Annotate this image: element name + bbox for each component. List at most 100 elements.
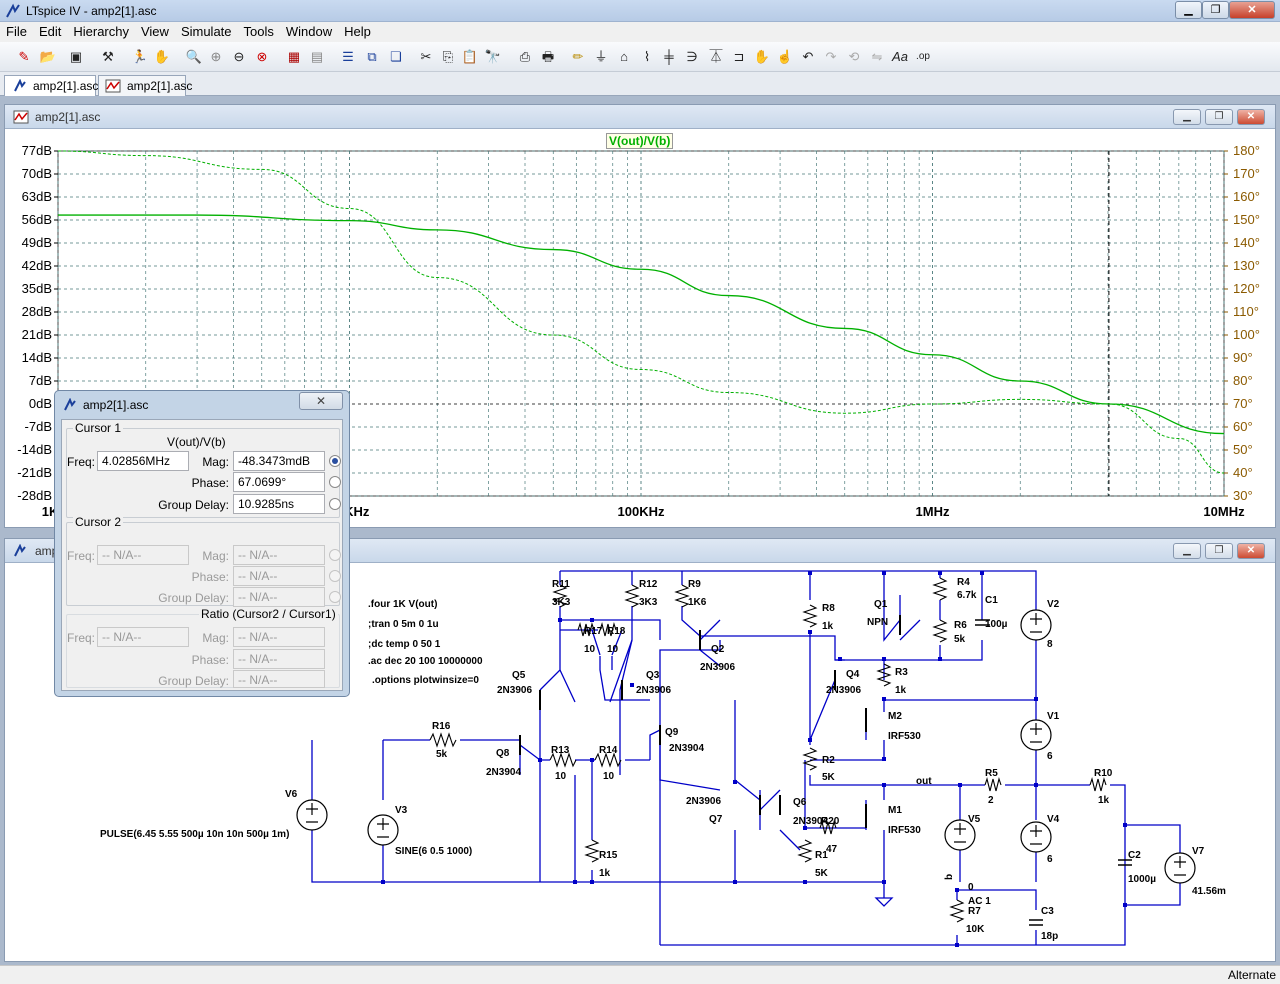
- zoom-fit-icon[interactable]: ⊗: [256, 49, 268, 64]
- tile-vertical-icon[interactable]: ⧉: [367, 49, 377, 64]
- mirror-icon[interactable]: ⇋: [871, 49, 883, 64]
- label-m1[interactable]: M1: [888, 805, 902, 816]
- label-c1[interactable]: C1: [985, 595, 998, 606]
- label-v1[interactable]: V1: [1047, 711, 1060, 722]
- label-r9-value[interactable]: 1K6: [688, 597, 707, 608]
- directive-dc[interactable]: ;dc temp 0 50 1: [368, 639, 441, 650]
- label-net-b[interactable]: b: [944, 874, 955, 880]
- label-r10-value[interactable]: 1k: [1098, 795, 1110, 806]
- label-r2-value[interactable]: 5K: [822, 772, 836, 783]
- halt-icon[interactable]: ✋: [153, 49, 171, 64]
- drag-icon[interactable]: ☝: [776, 49, 794, 64]
- schematic-minimize-button[interactable]: ▁: [1173, 543, 1201, 559]
- find-icon[interactable]: 🔭: [484, 49, 502, 64]
- label-r8-value[interactable]: 1k: [822, 621, 834, 632]
- diode-icon[interactable]: ⏄: [709, 49, 723, 64]
- label-q7-model[interactable]: 2N3906: [686, 796, 721, 807]
- cursor1-mag-radio[interactable]: [329, 455, 341, 467]
- label-r16[interactable]: R16: [432, 721, 451, 732]
- directive-tran[interactable]: ;tran 0 5m 0 1u: [368, 619, 439, 630]
- label-v6[interactable]: V6: [285, 789, 298, 800]
- autorange-icon[interactable]: ▦: [287, 49, 301, 64]
- label-r10[interactable]: R10: [1094, 768, 1113, 779]
- redo-icon[interactable]: ↷: [825, 49, 837, 64]
- label-v7-value[interactable]: 41.56m: [1192, 886, 1226, 897]
- label-q3-model[interactable]: 2N3906: [636, 685, 671, 696]
- label-r13-value[interactable]: 10: [555, 771, 567, 782]
- label-r3-value[interactable]: 1k: [895, 685, 907, 696]
- directive-ac[interactable]: .ac dec 20 100 10000000: [368, 656, 483, 667]
- waveform-restore-button[interactable]: ❐: [1205, 109, 1233, 125]
- label-r17[interactable]: R17: [584, 626, 603, 637]
- label-v1-value[interactable]: 6: [1047, 751, 1053, 762]
- menu-tools[interactable]: Tools: [243, 24, 274, 39]
- label-r12[interactable]: R12: [639, 579, 658, 590]
- cut-icon[interactable]: ✂: [420, 49, 432, 64]
- label-v3[interactable]: V3: [395, 805, 408, 816]
- ground-icon[interactable]: ⏚: [594, 49, 608, 64]
- cursor1-group-delay-field[interactable]: 10.9285ns: [233, 494, 325, 514]
- label-r3[interactable]: R3: [895, 667, 908, 678]
- schematic-restore-button[interactable]: ❐: [1205, 543, 1233, 559]
- label-q5[interactable]: Q5: [512, 670, 526, 681]
- label-q3[interactable]: Q3: [646, 670, 660, 681]
- label-r11-value[interactable]: 3K3: [552, 597, 571, 608]
- print-setup-icon[interactable]: ⎙: [519, 49, 531, 64]
- label-r20[interactable]: R20: [821, 816, 840, 827]
- label-q9-model[interactable]: 2N3904: [669, 743, 704, 754]
- label-q4-model[interactable]: 2N3906: [826, 685, 861, 696]
- label-m1-model[interactable]: IRF530: [888, 825, 921, 836]
- menu-edit[interactable]: Edit: [38, 24, 62, 39]
- new-schematic-icon[interactable]: ✎: [18, 49, 30, 64]
- label-r12-value[interactable]: 3K3: [639, 597, 658, 608]
- menu-file[interactable]: File: [6, 24, 27, 39]
- bode-plot[interactable]: [0, 0, 1280, 528]
- label-q9[interactable]: Q9: [665, 727, 679, 738]
- label-q6-model[interactable]: 2N3904: [793, 816, 828, 827]
- grid-icon[interactable]: ▤: [310, 49, 324, 64]
- label-m2-model[interactable]: IRF530: [888, 731, 921, 742]
- label-net-out[interactable]: out: [916, 776, 932, 787]
- tile-horizontal-icon[interactable]: ☰: [342, 49, 354, 64]
- label-r1[interactable]: R1: [815, 850, 828, 861]
- label-q8-model[interactable]: 2N3904: [486, 767, 521, 778]
- control-panel-icon[interactable]: ⚒: [102, 49, 114, 64]
- label-r17-value[interactable]: 10: [584, 644, 596, 655]
- label-q2-model[interactable]: 2N3906: [700, 662, 735, 673]
- zoom-out-icon[interactable]: ⊖: [233, 49, 245, 64]
- label-net-icon[interactable]: ⌂: [620, 49, 628, 64]
- label-q5-model[interactable]: 2N3906: [497, 685, 532, 696]
- label-q1[interactable]: Q1: [874, 599, 888, 610]
- wire-icon[interactable]: ✏: [572, 49, 584, 64]
- label-q4[interactable]: Q4: [846, 669, 860, 680]
- label-v6-value[interactable]: PULSE(6.45 5.55 500µ 10n 10n 500µ 1m): [100, 829, 289, 840]
- label-v3-value[interactable]: SINE(6 0.5 1000): [395, 846, 472, 857]
- label-r14-value[interactable]: 10: [603, 771, 615, 782]
- maximize-button[interactable]: ❐: [1202, 1, 1229, 19]
- menu-simulate[interactable]: Simulate: [180, 24, 232, 39]
- label-r5[interactable]: R5: [985, 768, 998, 779]
- minimize-button[interactable]: ▁: [1175, 1, 1202, 19]
- label-q2[interactable]: Q2: [711, 644, 725, 655]
- label-v4-value[interactable]: 6: [1047, 854, 1053, 865]
- label-q7[interactable]: Q7: [709, 814, 723, 825]
- spice-directive-icon[interactable]: .op: [916, 51, 930, 62]
- cursor1-freq-field[interactable]: 4.02856MHz: [97, 451, 189, 471]
- label-r20-value[interactable]: 47: [826, 844, 838, 855]
- label-c3[interactable]: C3: [1041, 906, 1054, 917]
- label-q1-model[interactable]: NPN: [867, 617, 888, 628]
- cursor1-group-delay-radio[interactable]: [329, 498, 341, 510]
- label-r18[interactable]: R18: [607, 626, 626, 637]
- label-r14[interactable]: R14: [599, 745, 618, 756]
- trace-label[interactable]: V(out)/V(b): [606, 133, 674, 149]
- copy-icon[interactable]: ⎘: [442, 49, 454, 64]
- menu-help[interactable]: Help: [344, 24, 371, 39]
- undo-icon[interactable]: ↶: [802, 49, 814, 64]
- label-v4[interactable]: V4: [1047, 814, 1060, 825]
- label-r2[interactable]: R2: [822, 755, 835, 766]
- label-ac1[interactable]: AC 1: [968, 896, 991, 907]
- label-r8[interactable]: R8: [822, 603, 835, 614]
- open-icon[interactable]: 📂: [39, 49, 57, 64]
- label-v2[interactable]: V2: [1047, 599, 1060, 610]
- label-m2[interactable]: M2: [888, 711, 902, 722]
